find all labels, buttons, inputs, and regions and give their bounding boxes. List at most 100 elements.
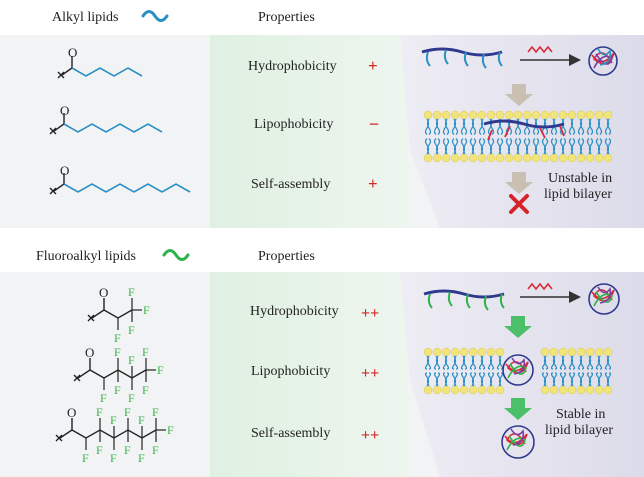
- carbonyl-o-label: O: [85, 345, 94, 360]
- lipid-head: [423, 385, 433, 395]
- lipid-tail: [588, 138, 594, 155]
- dna-icon: [527, 45, 553, 54]
- alkyl-polymer: [421, 47, 503, 69]
- lipid-tail: [552, 355, 558, 370]
- lipid-head: [549, 385, 559, 395]
- fluorine-label: F: [152, 405, 159, 419]
- down-arrow-icon: [505, 172, 533, 194]
- lipid-tail: [561, 118, 567, 135]
- lipid-tail: [525, 138, 531, 155]
- green-down-arrow-icon: [504, 398, 532, 420]
- lipid-tail: [561, 355, 567, 370]
- fluorine-label: F: [142, 383, 149, 397]
- lipid-tail: [435, 372, 441, 387]
- lipid-head: [495, 153, 505, 163]
- bottom-band-properties: [210, 272, 410, 477]
- lipid-tail: [453, 138, 459, 155]
- lipid-tail: [435, 118, 441, 135]
- lipid-tail: [489, 372, 495, 387]
- lipid-head: [585, 110, 595, 120]
- fluoro-chain-legend-icon: [162, 249, 190, 261]
- lipid-head: [567, 110, 577, 120]
- lipid-head: [585, 385, 595, 395]
- top-band-properties: [210, 35, 410, 228]
- lipid-tail: [552, 118, 558, 135]
- polyplex-top: [588, 46, 618, 76]
- lipid-head: [576, 110, 586, 120]
- lipid-tail: [498, 372, 504, 387]
- fluorine-label: F: [157, 363, 164, 377]
- carbonyl-o-label: O: [67, 405, 76, 420]
- fluorine-label: F: [152, 443, 159, 457]
- bottom-result-line1: Stable in: [556, 407, 605, 422]
- lipid-tail: [597, 372, 603, 387]
- alkyl-structure-1: O: [57, 45, 143, 79]
- lipid-head: [594, 153, 604, 163]
- lipid-head: [603, 153, 613, 163]
- lipid-tail: [444, 355, 450, 370]
- lipid-head: [477, 385, 487, 395]
- bottom-property-hydrophobicity: Hydrophobicity: [250, 304, 339, 319]
- bottom-properties-header: Properties: [258, 249, 315, 264]
- lipid-head: [540, 347, 550, 357]
- lipid-tail: [426, 118, 432, 135]
- lipid-head: [450, 385, 460, 395]
- lipid-head: [594, 347, 604, 357]
- lipid-head: [594, 110, 604, 120]
- lipid-tail: [606, 372, 612, 387]
- fluoroalkyl-panel: Fluoroalkyl lipids Properties OFFFFOFFFF…: [0, 249, 644, 477]
- lipid-head: [450, 347, 460, 357]
- lipid-tail: [435, 355, 441, 370]
- lipid-head: [504, 153, 514, 163]
- lipid-tail: [480, 138, 486, 155]
- lipid-tail: [543, 138, 549, 155]
- top-result-line1: Unstable in: [548, 171, 612, 186]
- cross-icon: [509, 194, 529, 214]
- lipid-head: [468, 153, 478, 163]
- top-result-line2: lipid bilayer: [544, 187, 612, 202]
- lipid-head: [531, 110, 541, 120]
- fluorine-label: F: [114, 345, 121, 359]
- lipid-head: [495, 385, 505, 395]
- down-arrow-icon: [505, 84, 533, 106]
- lipid-head: [585, 347, 595, 357]
- lipid-bilayer-top: [423, 110, 613, 163]
- alkyl-tail-medium: [63, 123, 163, 133]
- fluorine-label: F: [124, 405, 131, 419]
- lipid-head: [522, 153, 532, 163]
- lipid-head: [522, 110, 532, 120]
- lipid-head: [603, 110, 613, 120]
- lipid-tail: [597, 138, 603, 155]
- top-sign-self-assembly: +: [368, 174, 378, 193]
- bottom-property-lipophobicity: Lipophobicity: [251, 364, 330, 379]
- lipid-head: [603, 385, 613, 395]
- fluoro-polymer: [423, 289, 505, 311]
- fluorine-label: F: [82, 451, 89, 465]
- lipid-tail: [426, 138, 432, 155]
- lipid-tail: [489, 138, 495, 155]
- lipid-tail: [462, 372, 468, 387]
- lipid-tail: [561, 372, 567, 387]
- bottom-result-line2: lipid bilayer: [545, 423, 613, 438]
- lipid-tail: [444, 118, 450, 135]
- lipid-tail: [525, 118, 531, 135]
- lipid-head: [549, 153, 559, 163]
- lipid-head: [576, 153, 586, 163]
- fluorine-label: F: [143, 303, 150, 317]
- alkyl-tail-short: [71, 67, 143, 77]
- lipid-tail: [480, 118, 486, 135]
- fluorine-label: F: [114, 383, 121, 397]
- green-down-arrow-icon: [504, 316, 532, 338]
- lipid-head: [486, 347, 496, 357]
- bottom-sign-lipophobicity: ++: [361, 365, 379, 382]
- lipid-tail: [579, 372, 585, 387]
- top-sign-lipophobicity: −: [369, 114, 379, 134]
- lipid-head: [477, 110, 487, 120]
- lipid-tail: [498, 355, 504, 370]
- carbonyl-o-label: O: [60, 103, 69, 118]
- lipid-tail: [570, 138, 576, 155]
